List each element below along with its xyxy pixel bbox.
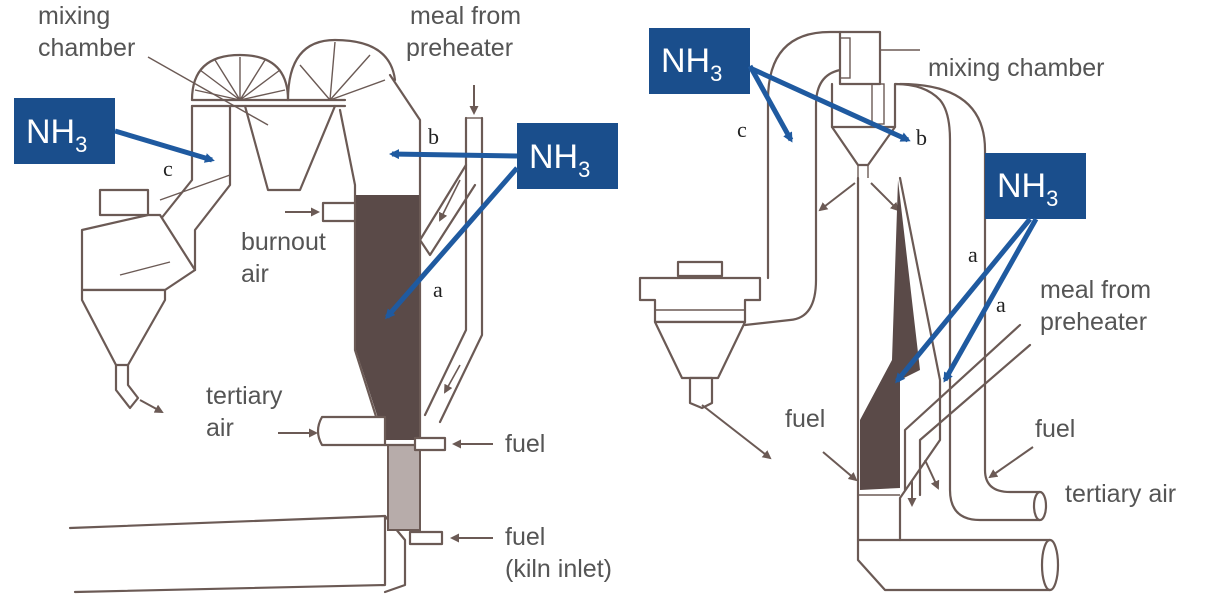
right-mixing-top [838,30,882,86]
left-meal-pipe [423,116,484,424]
right-loop-duct [766,30,842,280]
right-nh3-arrow-c [747,64,794,143]
left-lower-flame [387,444,421,531]
right-bottom-chamber [856,538,1052,592]
right-dark-flame [860,180,920,490]
right-nh3-1-main: NH [661,42,710,80]
right-mixing-chamber [830,82,952,382]
left-cyclone-top [98,188,150,217]
left-label-tertiary: tertiary [206,382,283,410]
left-kiln-fuel-inlet [408,530,444,546]
left-label-chamber: chamber [38,34,135,62]
right-nh3-2-main: NH [997,167,1046,205]
left-dark-flame [356,195,419,440]
right-label-meal-from: meal from [1040,276,1151,304]
left-label-tertiary-air: air [206,414,234,442]
left-letter-c: c [163,156,173,181]
left-letter-b: b [428,124,439,149]
right-meal-pipe [903,323,1032,497]
right-label-fuel-right: fuel [1035,415,1075,443]
left-label-burnout: burnout [241,228,326,256]
left-tertiary-air-duct [316,415,387,447]
right-letter-b: b [916,125,927,150]
left-label-preheater: preheater [406,34,513,62]
left-dome-1 [190,53,290,102]
right-cyclone-top [676,260,724,278]
right-label-preheater: preheater [1040,308,1147,336]
svg-text:NH3: NH3 [661,42,722,86]
left-label-kiln-fuel: fuel [505,523,545,551]
left-nh3-box-2: NH3 [517,123,618,189]
left-calciner [68,38,493,594]
left-label-fuel: fuel [505,430,545,458]
right-letter-a2: a [996,292,1006,317]
left-fuel-inlet [413,436,447,452]
right-nh3-arrow-a1 [895,217,1032,384]
left-kiln-tube [68,514,387,594]
left-nh3-arrow-a [385,166,519,320]
right-cyclone [638,276,762,324]
left-nh3-box-1: NH3 [14,98,115,164]
right-nh3-box-1: NH3 [649,28,750,94]
left-nh3-1-main: NH [26,113,75,151]
left-label-kiln-inlet: (kiln inlet) [505,555,612,583]
right-nh3-arrow-b [748,65,911,143]
right-label-fuel-left: fuel [785,405,825,433]
right-letter-a1: a [968,242,978,267]
svg-text:NH3: NH3 [529,138,590,182]
right-outer-duct [898,82,1042,494]
svg-text:NH3: NH3 [997,167,1058,211]
left-nh3-2-sub: 3 [578,157,590,182]
left-cyclone-body [80,213,197,292]
left-burnout-inlet [321,201,357,223]
right-nh3-2-sub: 3 [1046,186,1058,211]
left-nh3-2-main: NH [529,138,578,176]
left-nh3-arrow-b [389,149,518,160]
svg-text:NH3: NH3 [26,113,87,157]
left-nh3-arrow-c [114,128,215,163]
left-label-mixing: mixing [38,2,110,30]
left-label-meal-from: meal from [410,2,521,30]
right-label-tertiary-air: tertiary air [1065,480,1176,508]
left-nh3-1-sub: 3 [75,132,87,157]
left-letter-a: a [433,277,443,302]
right-calciner [638,30,1060,592]
right-nh3-1-sub: 3 [710,61,722,86]
left-label-burnout-air: air [241,260,269,288]
right-nh3-arrow-a2 [942,217,1039,383]
right-nh3-box-2: NH3 [985,153,1086,219]
right-label-mixing-chamber: mixing chamber [928,54,1104,82]
right-letter-c: c [737,117,747,142]
left-dome-2 [286,38,397,102]
left-mixing-chamber-cone [243,104,337,192]
left-cyclone-cone [80,288,167,367]
